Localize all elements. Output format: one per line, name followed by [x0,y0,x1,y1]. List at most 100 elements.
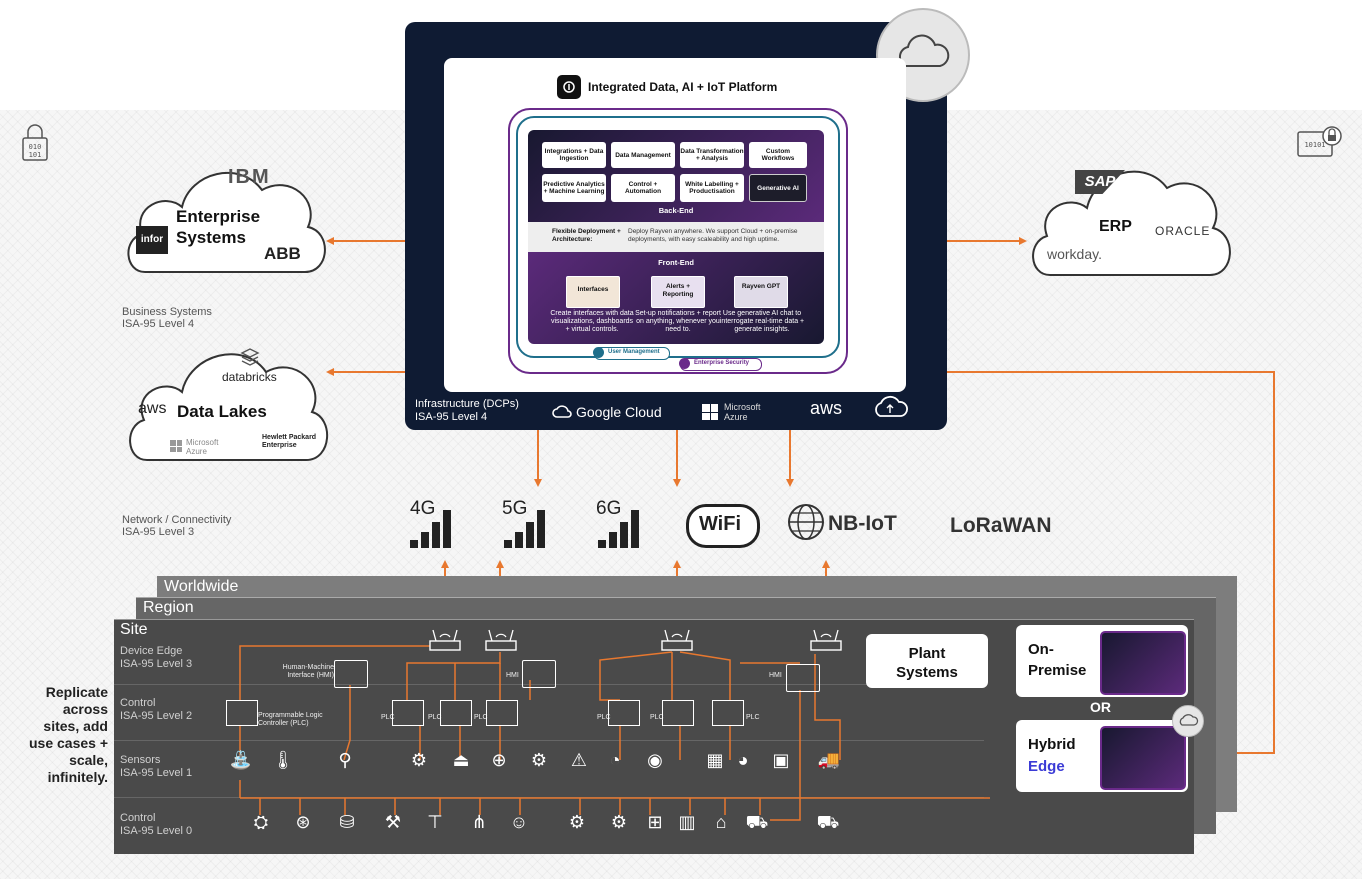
hmi-icon [522,660,556,688]
plc-icon [392,700,424,726]
infor-logo: infor [136,226,168,254]
erp-cloud: SAP ERP ORACLE workday. [1025,150,1235,280]
edge-router-icon [660,628,694,652]
backend-card: Data Management [611,142,675,168]
robot-arm-icon: ⚒ [384,812,402,832]
edge-router-icon [484,628,518,652]
frontend-thumb-alerts: Alerts + Reporting [651,276,705,308]
row-divider [114,740,984,741]
press-icon: ⊤ [427,812,443,832]
plc-label: PLC [381,714,395,721]
signal-bars-icon [598,510,639,548]
plc-label-full: Programmable Logic Controller (PLC) [258,712,323,727]
warning-icon: ⚠ [570,750,588,770]
google-cloud-logo: Google Cloud [576,404,662,420]
backend-card: White Labelling + Productisation [680,174,744,202]
thermometer-icon: 🌡 [271,750,295,770]
packaging-icon: ⊞ [647,812,663,832]
frontend-label: Front-End [658,258,694,267]
pump-icon: ⛁ [339,812,355,832]
deployment-panel [528,222,824,252]
cloud-badge-icon [1172,705,1204,737]
azure-icon [170,440,182,452]
edge-router-icon [428,628,462,652]
assembly-line-icon: ⋔ [471,812,487,832]
abb-logo: ABB [264,244,301,263]
user-management-badge: User Management [593,347,670,360]
delivery-truck-icon: 🚚 [817,750,841,770]
network-4g: 4G [408,498,468,548]
azure-logo: Microsoft Azure [186,438,219,456]
warehouse-icon: ⌂ [715,812,727,832]
engine-icon: ⛭ [253,812,269,832]
lorawan-logo: LoRaWAN [950,514,1052,537]
eye-sensor-icon: ◉ [647,750,663,770]
signal-bars-icon [410,510,451,548]
edge-router-icon [809,628,843,652]
on-premise-box: On-Premise [1016,625,1188,697]
azure-icon [702,404,718,420]
svg-text:101: 101 [29,151,42,159]
site-layer [114,619,1194,854]
databricks-icon [240,348,260,366]
svg-text:010: 010 [29,143,42,151]
row-divider [114,684,984,685]
hmi-icon [786,664,820,692]
google-cloud-icon [552,404,572,418]
ibm-logo: IBM [228,166,271,188]
plc-icon [486,700,518,726]
cloud-icon [870,394,910,420]
frontend-caption: Use generative AI chat to interrogate re… [719,310,805,333]
warehouse-shelf-icon: ▥ [678,812,696,832]
enterprise-security-badge: Enterprise Security [679,358,762,371]
or-label: OR [1090,699,1111,715]
backend-card-generative-ai: Generative AI [749,174,807,202]
pressure-gauge-icon: ⊕ [491,750,507,770]
network-label: Network / Connectivity ISA-95 Level 3 [122,514,232,538]
plc-label: PLC [650,714,664,721]
workday-logo: workday. [1047,246,1102,262]
secure-data-icon: 10101 [1296,120,1344,160]
frontend-caption: Set-up notifications + report on anythin… [635,310,721,333]
hpe-logo: Hewlett Packard Enterprise [262,434,317,449]
network-6g: 6G [596,498,656,548]
enterprise-security-icon [679,358,690,369]
site-label: Site [120,621,148,638]
conveyor-robot-icon: ⚙ [610,812,628,832]
backend-card: Predictive Analytics + Machine Learning [542,174,606,202]
backend-card: Control + Automation [611,174,675,202]
plc-icon [712,700,744,726]
globe-icon [788,504,824,540]
speedometer-icon: ◕ [737,750,749,770]
azure-logo: Microsoft Azure [724,402,761,422]
oracle-logo: ORACLE [1155,224,1211,238]
wifi-logo: WiFi [686,504,760,548]
replicate-text: Replicate across sites, add use cases + … [28,684,108,785]
plant-systems-box: Plant Systems [866,634,988,688]
region-label: Region [143,599,194,616]
worldwide-label: Worldwide [164,578,239,595]
chip-sensor-icon: ⚙ [410,750,428,770]
valve-sensor-icon: ⚲ [338,750,352,770]
frontend-thumb-gpt: Rayven GPT [734,276,788,308]
plc-label: PLC [474,714,488,721]
frontend-thumb-interfaces: Interfaces [566,276,620,308]
operator-icon: ☺ [509,812,529,832]
user-management-ring [516,116,840,358]
hmi-label: HMI [769,672,782,679]
plc-icon [440,700,472,726]
hmi-label-full: Human-Machine Interface (HMI) [282,664,334,679]
gear-network-icon: ⚙ [530,750,548,770]
rayven-logo-icon [557,75,581,99]
industrial-robot-icon: ⚙ [568,812,586,832]
on-premise-platform-thumb [1100,631,1186,695]
user-management-icon [593,347,604,358]
deployment-text: Deploy Rayven anywhere. We support Cloud… [628,228,798,243]
backend-label: Back-End [658,206,694,215]
